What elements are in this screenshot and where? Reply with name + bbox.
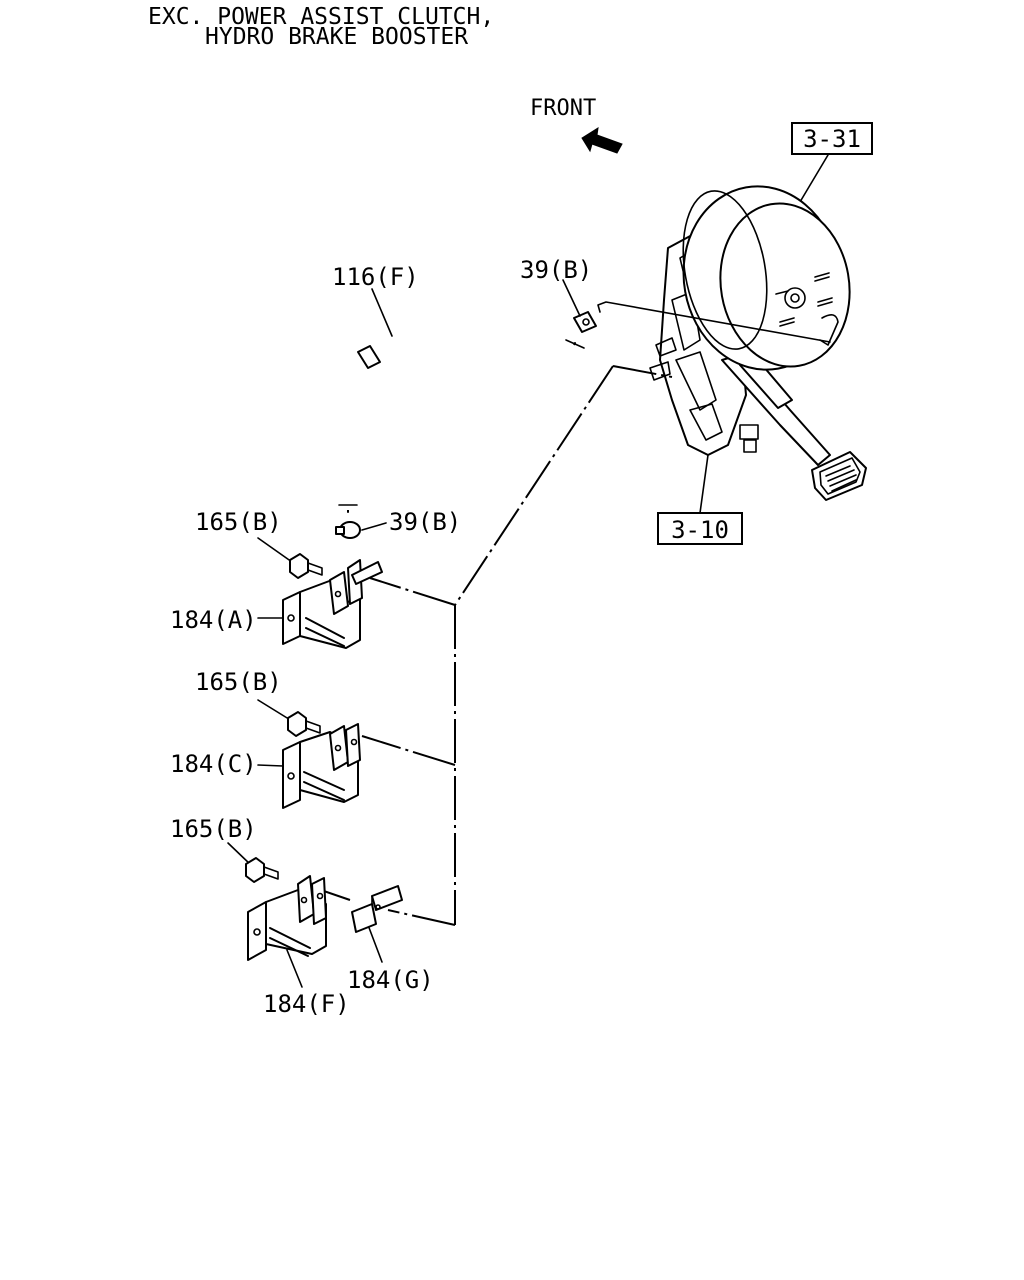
front-label: FRONT	[530, 96, 596, 121]
reference-box-3-31[interactable]: 3-31	[791, 122, 873, 155]
callout-clip-184f: 184(F)	[263, 990, 350, 1018]
header-line-1: EXC. POWER ASSIST CLUTCH,	[148, 4, 494, 30]
locating-lines	[317, 301, 831, 926]
hose-116f	[326, 315, 585, 513]
callout-hose-116f: 116(F)	[332, 263, 419, 291]
callout-clip-184g: 184(G)	[347, 966, 434, 994]
bolt-165b-3	[245, 857, 279, 883]
clip-184c	[282, 723, 361, 809]
header-line-2: HYDRO BRAKE BOOSTER	[205, 24, 468, 50]
clip-184a	[282, 559, 383, 649]
reference-label-3-31: 3-31	[803, 125, 861, 153]
reference-box-3-10[interactable]: 3-10	[657, 512, 743, 545]
front-arrow-icon	[581, 127, 623, 154]
callout-bolt-165b-2: 165(B)	[195, 668, 282, 696]
bolt-165b-2	[287, 711, 321, 737]
bolt-165b-1	[289, 553, 323, 579]
clip-184g	[351, 885, 403, 933]
leader-lines	[227, 279, 581, 988]
clip-184f	[247, 875, 327, 961]
reference-label-3-10: 3-10	[671, 516, 729, 544]
callout-labels: 116(F) 39(B) 39(B) 165(B) 165(B) 165(B) …	[170, 256, 592, 1018]
brake-booster	[682, 185, 851, 371]
callout-clamp-39b-lower: 39(B)	[389, 508, 461, 536]
clamp-lower	[335, 521, 361, 539]
callout-clip-184c: 184(C)	[170, 750, 257, 778]
clamp-upper	[573, 311, 597, 333]
callout-clip-184a: 184(A)	[170, 606, 257, 634]
callout-clamp-39b-upper: 39(B)	[520, 256, 592, 284]
callout-bolt-165b-3: 165(B)	[170, 815, 257, 843]
callout-bolt-165b-1: 165(B)	[195, 508, 282, 536]
